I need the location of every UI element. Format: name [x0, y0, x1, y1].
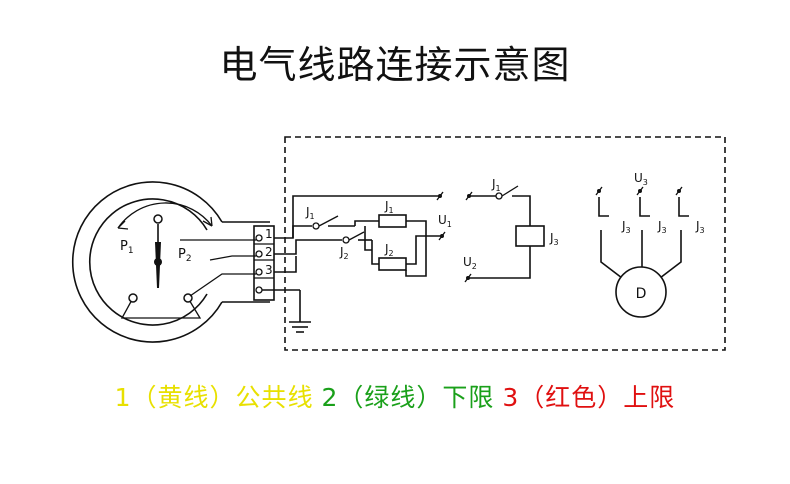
- relay-circuit: J1 J2 J1 J2 U1 U2 J1: [274, 177, 559, 283]
- terminal-1-label: 1: [265, 227, 273, 241]
- j3-contact-a-label: J3: [621, 219, 631, 235]
- j3-contact-c-label: J3: [695, 219, 705, 235]
- j3-coil: [515, 225, 545, 247]
- legend-lower-limit-wire: 2（绿线）下限: [321, 383, 495, 412]
- gauge-pivot: [153, 214, 163, 224]
- j1-coil-label: J1: [384, 199, 394, 215]
- terminal-3-label: 3: [265, 263, 273, 277]
- j2-coil: [378, 257, 407, 271]
- j1-coil: [378, 214, 407, 228]
- diagram-title: 电气线路连接示意图: [219, 43, 571, 87]
- p1-label: P1: [120, 239, 134, 256]
- motor-circuit: U3 J3 J3 J3 D: [595, 171, 705, 318]
- legend-common-wire: 1（黄线）公共线: [114, 383, 314, 412]
- control-box-boundary: [284, 136, 726, 351]
- j2-coil-label: J2: [384, 242, 394, 258]
- motor-label: D: [636, 286, 647, 302]
- j3-coil-label: J3: [549, 231, 559, 247]
- terminal-block: 1 2 3: [180, 225, 311, 333]
- u3-label: U3: [634, 171, 648, 187]
- j1-top-contact-label: J1: [491, 177, 501, 193]
- j1-contact-label: J1: [305, 205, 315, 221]
- j2-contact-label: J2: [339, 245, 349, 261]
- j3-contact-b-label: J3: [657, 219, 667, 235]
- wire-color-legend: 1（黄线）公共线 2（绿线）下限 3（红色）上限: [0, 378, 790, 414]
- p2-label: P2: [178, 247, 192, 264]
- u1-label: U1: [438, 213, 452, 229]
- terminal-2-label: 2: [265, 245, 273, 259]
- pressure-gauge: P1 P2: [72, 181, 270, 343]
- legend-upper-limit-wire: 3（红色）上限: [502, 383, 676, 412]
- u2-label: U2: [463, 255, 477, 271]
- motor: [615, 266, 667, 318]
